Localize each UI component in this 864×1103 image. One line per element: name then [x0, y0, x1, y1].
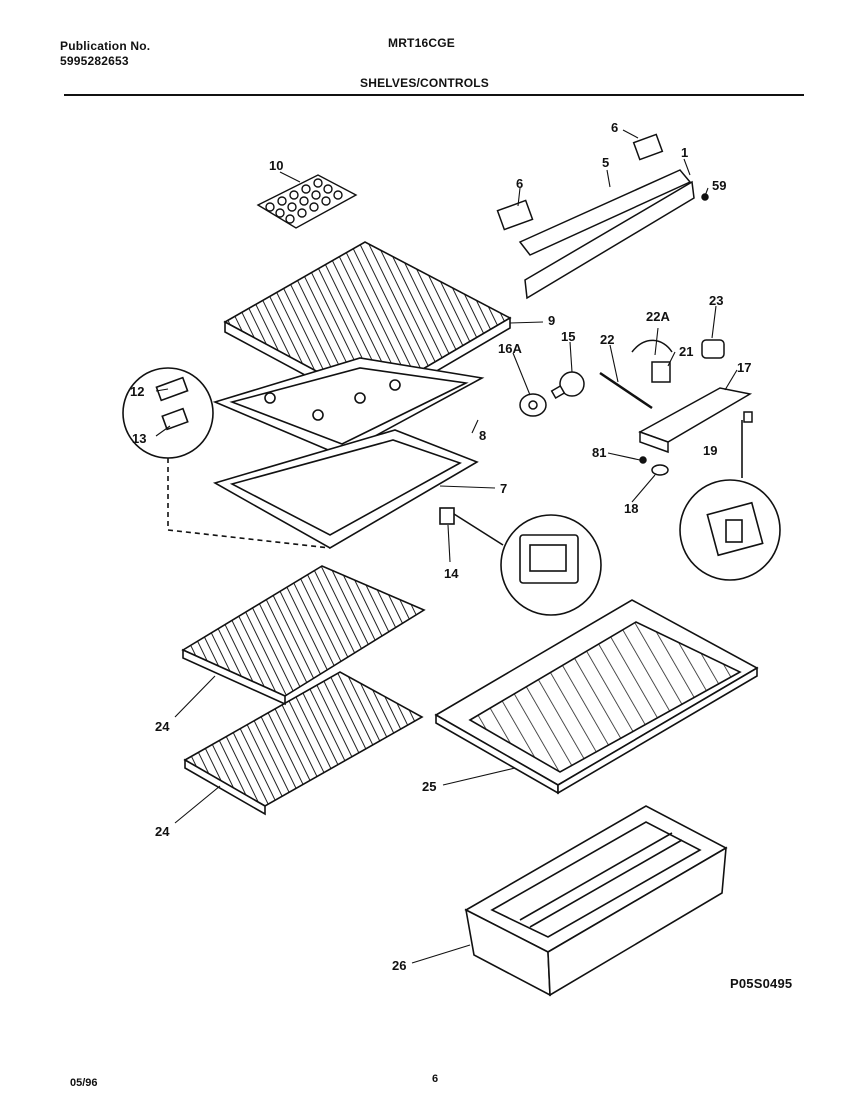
control-housing-part [599, 339, 753, 476]
callout-21: 21 [679, 344, 693, 359]
callout-22a: 22A [646, 309, 670, 324]
callout-22: 22 [600, 332, 614, 347]
publication-label: Publication No. [60, 39, 151, 53]
callout-6-upper: 6 [611, 120, 618, 135]
callout-25: 25 [422, 779, 436, 794]
callout-59: 59 [712, 178, 726, 193]
callout-6-lower: 6 [516, 176, 523, 191]
publication-number: 5995282653 [60, 54, 129, 68]
drawing-code: P05S0495 [730, 976, 793, 991]
egg-tray-part [256, 174, 358, 229]
callout-81: 81 [592, 445, 606, 460]
callout-12: 12 [130, 384, 144, 399]
callout-8: 8 [479, 428, 486, 443]
callout-26: 26 [392, 958, 406, 973]
detail-circle-12-13 [122, 367, 331, 549]
callout-16a: 16A [498, 341, 522, 356]
cover-panel-part [212, 429, 479, 549]
callout-5: 5 [602, 155, 609, 170]
callout-15: 15 [561, 329, 575, 344]
callout-13: 13 [132, 431, 146, 446]
mounting-rail-part [496, 133, 709, 300]
model-number: MRT16CGE [388, 36, 455, 50]
callout-24-lower: 24 [155, 824, 170, 839]
callout-1: 1 [681, 145, 688, 160]
crisper-drawer-part [464, 805, 728, 997]
leader-lines [155, 129, 738, 964]
callout-18: 18 [624, 501, 638, 516]
callout-23: 23 [709, 293, 723, 308]
callout-14: 14 [444, 566, 459, 581]
section-title: SHELVES/CONTROLS [360, 76, 489, 90]
callout-7: 7 [500, 481, 507, 496]
shelf-frame-part [212, 357, 485, 456]
detail-circle-19 [679, 420, 781, 581]
crisper-cover-part [434, 599, 759, 795]
callout-10: 10 [269, 158, 283, 173]
footer-page-number: 6 [432, 1073, 439, 1085]
callout-24-upper: 24 [155, 719, 170, 734]
wire-shelf-lower [183, 671, 424, 816]
callout-19: 19 [703, 443, 717, 458]
callout-9: 9 [548, 313, 555, 328]
light-bulb-part [519, 371, 585, 417]
callout-17: 17 [737, 360, 751, 375]
wire-shelf-upper [181, 565, 426, 706]
footer-date: 05/96 [70, 1077, 98, 1089]
detail-circle-14 [439, 507, 602, 616]
header-rule [64, 94, 804, 96]
